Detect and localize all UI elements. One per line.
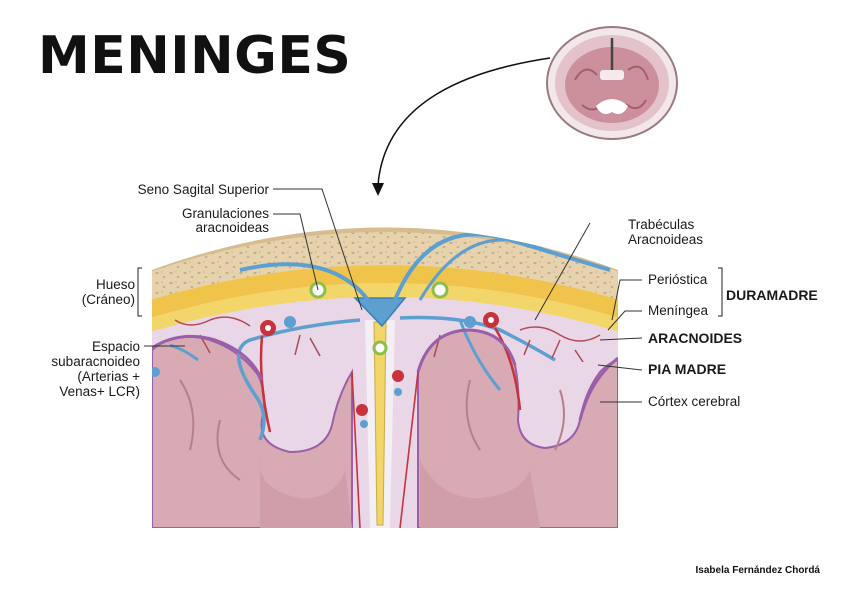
pointer-arrow — [377, 57, 551, 186]
label-aracnoides: ARACNOIDES — [648, 330, 743, 346]
label-hueso-2: (Cráneo) — [81, 292, 135, 307]
main-cross-section — [152, 227, 618, 528]
label-espacio-1: Espacio — [91, 339, 140, 354]
label-granulaciones-1: Granulaciones — [181, 206, 269, 221]
label-meningea: Meníngea — [648, 303, 709, 318]
label-espacio-3: (Arterias + — [77, 369, 140, 384]
skull-bone — [152, 230, 618, 300]
author-credit: Isabela Fernández Chordá — [695, 565, 820, 576]
page-title: MENINGES — [38, 26, 352, 86]
label-espacio-2: subaracnoideo — [51, 354, 140, 369]
leader-lines — [144, 188, 643, 403]
label-cortex: Córtex cerebral — [648, 394, 741, 409]
label-pia-madre: PIA MADRE — [648, 361, 727, 377]
duramadre-bracket — [718, 267, 723, 317]
hueso-bracket — [137, 267, 142, 317]
label-espacio-4: Venas+ LCR) — [59, 384, 140, 399]
pointer-arrowhead — [372, 183, 384, 196]
dura-periosteal-layer — [152, 265, 618, 318]
label-duramadre: DURAMADRE — [726, 287, 818, 303]
label-hueso-1: Hueso — [95, 277, 135, 292]
label-trabeculas-1: Trabéculas — [628, 217, 695, 232]
label-granulaciones-2: aracnoideas — [195, 220, 269, 235]
brain-section-inset — [546, 26, 678, 140]
superior-sagittal-sinus — [353, 297, 407, 328]
label-trabeculas-2: Aracnoideas — [628, 232, 704, 247]
label-seno-sagital: Seno Sagital Superior — [137, 182, 269, 197]
label-periostica: Perióstica — [648, 272, 708, 287]
dura-meningeal-layer — [152, 283, 618, 332]
